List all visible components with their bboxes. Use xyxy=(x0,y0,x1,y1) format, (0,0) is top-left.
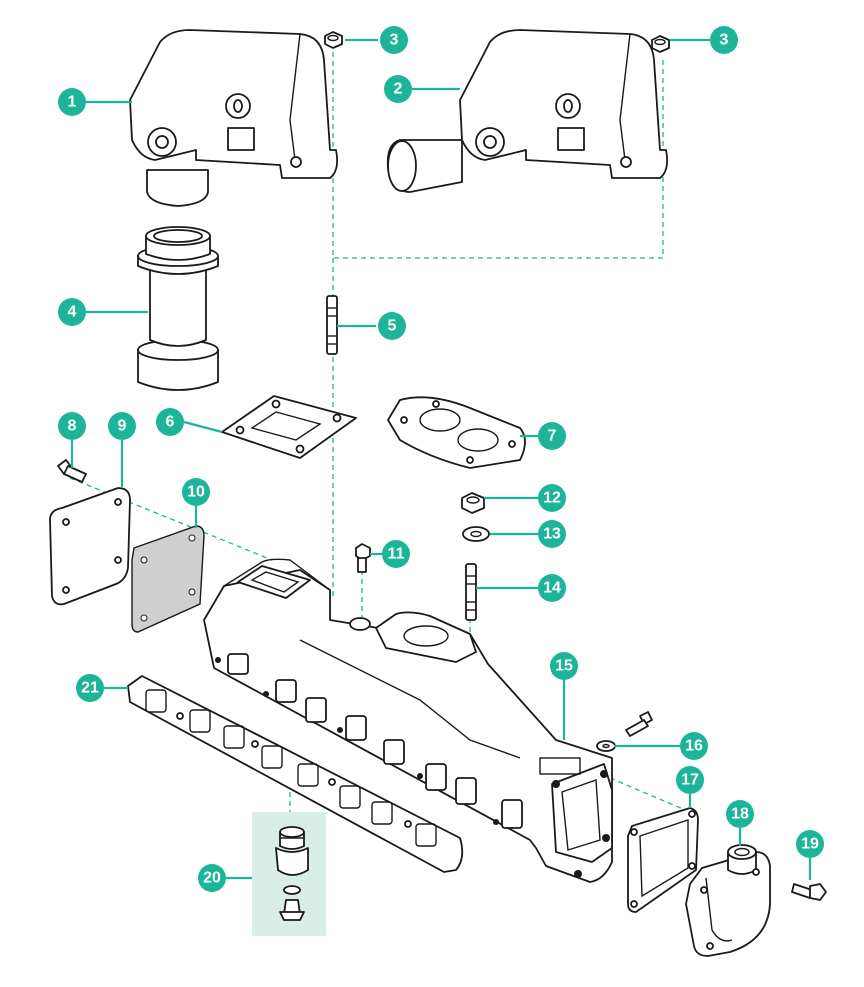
callout-9-number: 9 xyxy=(118,418,127,435)
callout-6-number: 6 xyxy=(166,414,175,431)
callout-19: 19 xyxy=(796,830,824,858)
callout-10-number: 10 xyxy=(187,484,205,501)
callout-16: 16 xyxy=(680,732,708,760)
callout-21-number: 21 xyxy=(81,680,99,697)
callout-5-number: 5 xyxy=(388,318,397,335)
part-3-nut-right xyxy=(651,35,670,53)
part-10-end-gasket xyxy=(131,525,205,633)
callout-20-number: 20 xyxy=(203,870,221,887)
callout-4: 4 xyxy=(58,298,86,326)
part-9-end-cover-plate xyxy=(49,487,131,606)
callout-2-number: 2 xyxy=(394,81,403,98)
part-3-nut-left xyxy=(324,31,343,49)
part-15-exhaust-manifold xyxy=(203,558,613,883)
callout-11-number: 11 xyxy=(388,546,405,563)
part-19-bolt xyxy=(791,883,827,901)
part-18-end-cover-outlet xyxy=(685,844,771,957)
callout-9: 9 xyxy=(108,412,136,440)
callout-8-number: 8 xyxy=(68,418,77,435)
callout-13: 13 xyxy=(538,520,566,548)
callout-15-number: 15 xyxy=(555,658,573,675)
part-12-nut xyxy=(461,492,485,514)
callout-21: 21 xyxy=(76,674,104,702)
callout-15: 15 xyxy=(550,652,578,680)
callout-17-number: 17 xyxy=(681,772,699,789)
callout-17: 17 xyxy=(676,766,704,794)
callout-1: 1 xyxy=(58,88,86,116)
part-2-exhaust-elbow-side-outlet xyxy=(386,29,669,193)
callout-7-number: 7 xyxy=(548,428,557,445)
callout-20: 20 xyxy=(198,864,226,892)
callout-2: 2 xyxy=(384,75,412,103)
callout-3-left-number: 3 xyxy=(390,32,399,49)
callout-12: 12 xyxy=(538,484,566,512)
callout-5: 5 xyxy=(378,312,406,340)
callout-3-right-number: 3 xyxy=(720,32,729,49)
part-7-port-gasket xyxy=(387,396,526,469)
part-20-drain-fitting xyxy=(252,812,326,936)
callout-8: 8 xyxy=(58,412,86,440)
part-6-riser-gasket xyxy=(221,395,357,459)
callout-18: 18 xyxy=(726,800,754,828)
callout-4-number: 4 xyxy=(68,304,77,321)
part-17-end-gasket xyxy=(627,807,699,913)
part-21-manifold-gasket xyxy=(127,675,464,873)
callout-14: 14 xyxy=(538,574,566,602)
callout-10: 10 xyxy=(182,478,210,506)
callout-14-number: 14 xyxy=(543,580,561,597)
callout-7: 7 xyxy=(538,422,566,450)
part-11-bolt xyxy=(355,543,371,573)
part-4-riser-spacer xyxy=(137,226,219,391)
part-13-washer xyxy=(462,526,490,542)
callout-18-number: 18 xyxy=(731,806,749,823)
callout-13-number: 13 xyxy=(543,526,561,543)
callout-12-number: 12 xyxy=(543,490,561,507)
callout-3-left: 3 xyxy=(380,26,408,54)
callout-19-number: 19 xyxy=(801,836,819,853)
callout-6: 6 xyxy=(156,408,184,436)
part-5-stud xyxy=(326,295,338,355)
callout-1-number: 1 xyxy=(68,94,77,111)
part-1-exhaust-elbow xyxy=(129,29,339,207)
part-14-stud xyxy=(465,563,477,621)
callout-11: 11 xyxy=(382,540,410,568)
callout-leaders xyxy=(70,38,812,880)
callout-3-right: 3 xyxy=(710,26,738,54)
callout-16-number: 16 xyxy=(685,738,703,755)
